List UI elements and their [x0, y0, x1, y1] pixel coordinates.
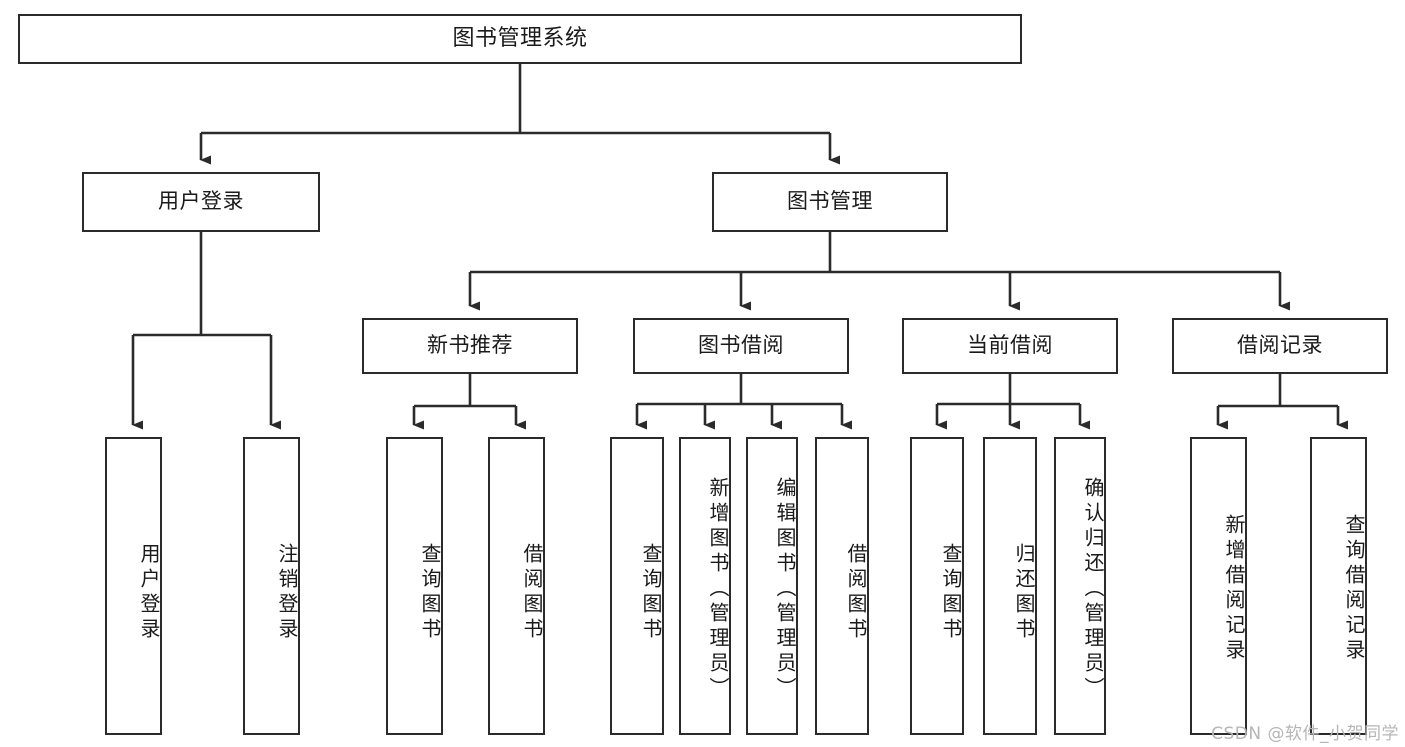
leaf-borrow-book-2-label: 借阅图书 — [844, 543, 868, 643]
leaf-logout-login[interactable]: 注销登录 — [243, 437, 300, 735]
leaf-logout-login-label: 注销登录 — [275, 543, 299, 643]
leaf-return-book[interactable]: 归还图书 — [983, 437, 1037, 735]
leaf-query-book-2-label: 查询图书 — [639, 543, 663, 643]
node-book-borrow-label: 图书借阅 — [698, 333, 784, 358]
leaf-add-book[interactable]: 新增图书（管理员） — [679, 437, 731, 735]
csdn-watermark: CSDN @软件_小贺同学 — [1211, 724, 1399, 744]
node-borrow-record-label: 借阅记录 — [1237, 333, 1323, 358]
leaf-add-record-label: 新增借阅记录 — [1222, 514, 1246, 664]
node-borrow-record[interactable]: 借阅记录 — [1172, 318, 1388, 374]
node-new-book-recommend-label: 新书推荐 — [427, 333, 513, 358]
leaf-query-book-2[interactable]: 查询图书 — [610, 437, 664, 735]
leaf-return-book-label: 归还图书 — [1012, 543, 1036, 643]
leaf-query-book-3-label: 查询图书 — [939, 543, 963, 643]
leaf-user-login-label: 用户登录 — [137, 543, 161, 643]
node-root-system-label: 图书管理系统 — [452, 25, 588, 51]
node-current-borrow[interactable]: 当前借阅 — [902, 318, 1118, 374]
leaf-query-book-1-label: 查询图书 — [418, 543, 442, 643]
leaf-query-record-label: 查询借阅记录 — [1342, 514, 1366, 664]
leaf-edit-book[interactable]: 编辑图书（管理员） — [746, 437, 798, 735]
leaf-borrow-book-1-label: 借阅图书 — [520, 543, 544, 643]
node-current-borrow-label: 当前借阅 — [967, 333, 1053, 358]
leaf-user-login[interactable]: 用户登录 — [105, 437, 162, 735]
leaf-add-book-label: 新增图书（管理员） — [706, 476, 730, 702]
leaf-confirm-return[interactable]: 确认归还（管理员） — [1054, 437, 1106, 735]
leaf-query-book-1[interactable]: 查询图书 — [386, 437, 443, 735]
leaf-query-record[interactable]: 查询借阅记录 — [1310, 437, 1367, 735]
leaf-confirm-return-label: 确认归还（管理员） — [1081, 476, 1105, 702]
node-user-login[interactable]: 用户登录 — [82, 172, 320, 232]
leaf-add-record[interactable]: 新增借阅记录 — [1190, 437, 1247, 735]
node-book-manage-label: 图书管理 — [787, 189, 873, 214]
node-new-book-recommend[interactable]: 新书推荐 — [362, 318, 578, 374]
leaf-borrow-book-2[interactable]: 借阅图书 — [815, 437, 869, 735]
leaf-edit-book-label: 编辑图书（管理员） — [773, 476, 797, 702]
leaf-borrow-book-1[interactable]: 借阅图书 — [488, 437, 545, 735]
node-root-system[interactable]: 图书管理系统 — [18, 14, 1022, 64]
node-user-login-label: 用户登录 — [158, 189, 244, 214]
leaf-query-book-3[interactable]: 查询图书 — [910, 437, 964, 735]
node-book-manage[interactable]: 图书管理 — [712, 172, 948, 232]
node-book-borrow[interactable]: 图书借阅 — [633, 318, 849, 374]
